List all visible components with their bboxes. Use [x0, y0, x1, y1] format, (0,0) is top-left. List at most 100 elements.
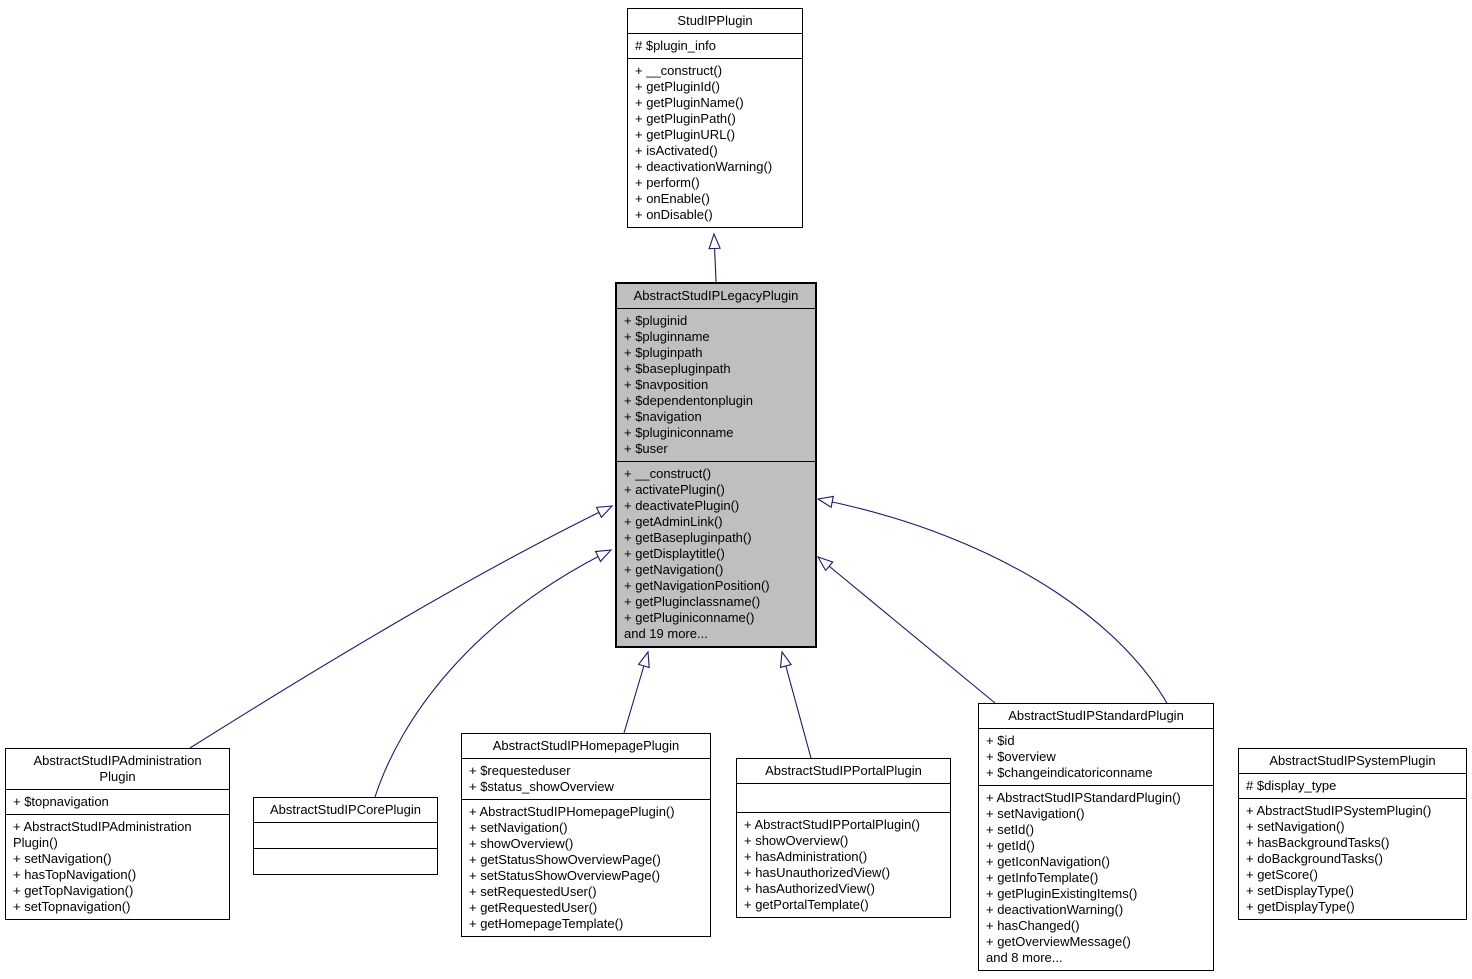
class-methods: + AbstractStudIPAdministration Plugin()+… — [6, 814, 229, 919]
member-row: + $topnavigation — [13, 794, 109, 809]
member-row: + setNavigation() — [469, 820, 568, 835]
member-row: + getPluginiconname() — [624, 610, 755, 625]
member-row: and 8 more... — [986, 950, 1063, 965]
member-row: + hasChanged() — [986, 918, 1080, 933]
member-row: + hasUnauthorizedView() — [744, 865, 891, 880]
member-row: + deactivationWarning() — [986, 902, 1124, 917]
member-row: + setStatusShowOverviewPage() — [469, 868, 661, 883]
member-row: + setTopnavigation() — [13, 899, 131, 914]
class-box-studipplugin[interactable]: StudIPPlugin # $plugin_info + __construc… — [627, 8, 803, 228]
member-row: + $dependentonplugin — [624, 393, 754, 408]
arrow-homepage-to-legacy — [623, 650, 650, 734]
member-row: + __construct() — [635, 63, 723, 78]
class-title: AbstractStudIPLegacyPlugin — [633, 288, 799, 303]
member-row: + hasAuthorizedView() — [744, 881, 875, 896]
member-row: + getDisplaytitle() — [624, 546, 725, 561]
member-row: + getNavigationPosition() — [624, 578, 770, 593]
class-methods: + AbstractStudIPPortalPlugin()+ showOver… — [737, 812, 950, 917]
member-row: + onDisable() — [635, 207, 713, 222]
member-row: + getDisplayType() — [1246, 899, 1355, 914]
class-methods: + __construct()+ getPluginId()+ getPlugi… — [628, 58, 802, 227]
member-row: + $pluginiconname — [624, 425, 734, 440]
member-row: # $plugin_info — [635, 38, 716, 53]
member-row: + activatePlugin() — [624, 482, 725, 497]
member-row: + setDisplayType() — [1246, 883, 1355, 898]
member-row: + setNavigation() — [986, 806, 1085, 821]
member-row: + $changeindicatoriconname — [986, 765, 1153, 780]
member-row: + isActivated() — [635, 143, 718, 158]
member-row: + showOverview() — [744, 833, 849, 848]
class-title: StudIPPlugin — [677, 13, 753, 28]
member-row: + getPluginPath() — [635, 111, 736, 126]
class-box-abstractstudipportalplugin[interactable]: AbstractStudIPPortalPlugin + AbstractStu… — [736, 758, 951, 918]
class-methods — [254, 848, 437, 874]
member-row: + AbstractStudIPPortalPlugin() — [744, 817, 920, 832]
class-box-abstractstudipstandardplugin[interactable]: AbstractStudIPStandardPlugin + $id+ $ove… — [978, 703, 1214, 971]
member-row: + $basepluginpath — [624, 361, 731, 376]
class-fields: # $plugin_info — [628, 33, 802, 58]
member-row: + doBackgroundTasks() — [1246, 851, 1383, 866]
class-methods: + __construct()+ activatePlugin()+ deact… — [617, 461, 815, 646]
member-row: and 19 more... — [624, 626, 708, 641]
member-row: + deactivatePlugin() — [624, 498, 740, 513]
member-row: + onEnable() — [635, 191, 710, 206]
class-fields: + $id+ $overview+ $changeindicatoriconna… — [979, 728, 1213, 785]
member-row: + getInfoTemplate() — [986, 870, 1099, 885]
class-title: AbstractStudIPHomepagePlugin — [492, 738, 680, 753]
class-box-abstractstudiplegacyplugin: AbstractStudIPLegacyPlugin + $pluginid+ … — [615, 282, 817, 648]
member-row: + $navposition — [624, 377, 709, 392]
member-row: + setNavigation() — [13, 851, 112, 866]
class-box-abstractstudipcoreplugin[interactable]: AbstractStudIPCorePlugin — [253, 797, 438, 875]
member-row: + getOverviewMessage() — [986, 934, 1131, 949]
member-row: + $user — [624, 441, 668, 456]
arrow-admin-to-legacy — [189, 505, 614, 749]
member-row: + $requesteduser — [469, 763, 571, 778]
member-row: + AbstractStudIPSystemPlugin() — [1246, 803, 1432, 818]
member-row: + $pluginname — [624, 329, 710, 344]
member-row: + setNavigation() — [1246, 819, 1345, 834]
member-row: + getPortalTemplate() — [744, 897, 869, 912]
class-title: AbstractStudIPAdministration Plugin — [33, 753, 202, 784]
member-row: + $pluginid — [624, 313, 688, 328]
member-row: + __construct() — [624, 466, 712, 481]
member-row: + setId() — [986, 822, 1035, 837]
class-title: AbstractStudIPSystemPlugin — [1269, 753, 1436, 768]
member-row: + AbstractStudIPStandardPlugin() — [986, 790, 1181, 805]
member-row: # $display_type — [1246, 778, 1337, 793]
arrow-legacy-to-studip — [708, 232, 721, 283]
class-methods: + AbstractStudIPHomepagePlugin()+ setNav… — [462, 799, 710, 936]
class-title: AbstractStudIPStandardPlugin — [1008, 708, 1184, 723]
class-fields — [737, 783, 950, 812]
member-row: + getStatusShowOverviewPage() — [469, 852, 661, 867]
class-box-abstractstudipadministrationplugin[interactable]: AbstractStudIPAdministration Plugin + $t… — [5, 748, 230, 920]
member-row: + getNavigation() — [624, 562, 724, 577]
arrow-portal-to-legacy — [779, 650, 812, 759]
member-row: + AbstractStudIPAdministration Plugin() — [13, 819, 192, 850]
class-box-abstractstudipsystemplugin[interactable]: AbstractStudIPSystemPlugin # $display_ty… — [1238, 748, 1467, 920]
member-row: + getRequestedUser() — [469, 900, 598, 915]
member-row: + getPluginURL() — [635, 127, 736, 142]
member-row: + AbstractStudIPHomepagePlugin() — [469, 804, 675, 819]
class-fields: + $pluginid+ $pluginname+ $pluginpath+ $… — [617, 308, 815, 461]
member-row: + getHomepageTemplate() — [469, 916, 624, 931]
member-row: + showOverview() — [469, 836, 574, 851]
member-row: + hasTopNavigation() — [13, 867, 137, 882]
member-row: + getPluginName() — [635, 95, 744, 110]
member-row: + getPluginExistingItems() — [986, 886, 1138, 901]
member-row: + $navigation — [624, 409, 702, 424]
member-row: + getPluginclassname() — [624, 594, 761, 609]
class-fields: + $topnavigation — [6, 789, 229, 814]
class-fields: + $requesteduser+ $status_showOverview — [462, 758, 710, 799]
class-methods: + AbstractStudIPStandardPlugin()+ setNav… — [979, 785, 1213, 970]
class-box-abstractstudiphomepageplugin[interactable]: AbstractStudIPHomepagePlugin + $requeste… — [461, 733, 711, 937]
member-row: + getIconNavigation() — [986, 854, 1110, 869]
member-row: + hasBackgroundTasks() — [1246, 835, 1390, 850]
class-fields: # $display_type — [1239, 773, 1466, 798]
member-row: + getScore() — [1246, 867, 1318, 882]
class-methods: + AbstractStudIPSystemPlugin()+ setNavig… — [1239, 798, 1466, 919]
member-row: + getId() — [986, 838, 1035, 853]
member-row: + perform() — [635, 175, 700, 190]
member-row: + getBasepluginpath() — [624, 530, 752, 545]
member-row: + hasAdministration() — [744, 849, 868, 864]
